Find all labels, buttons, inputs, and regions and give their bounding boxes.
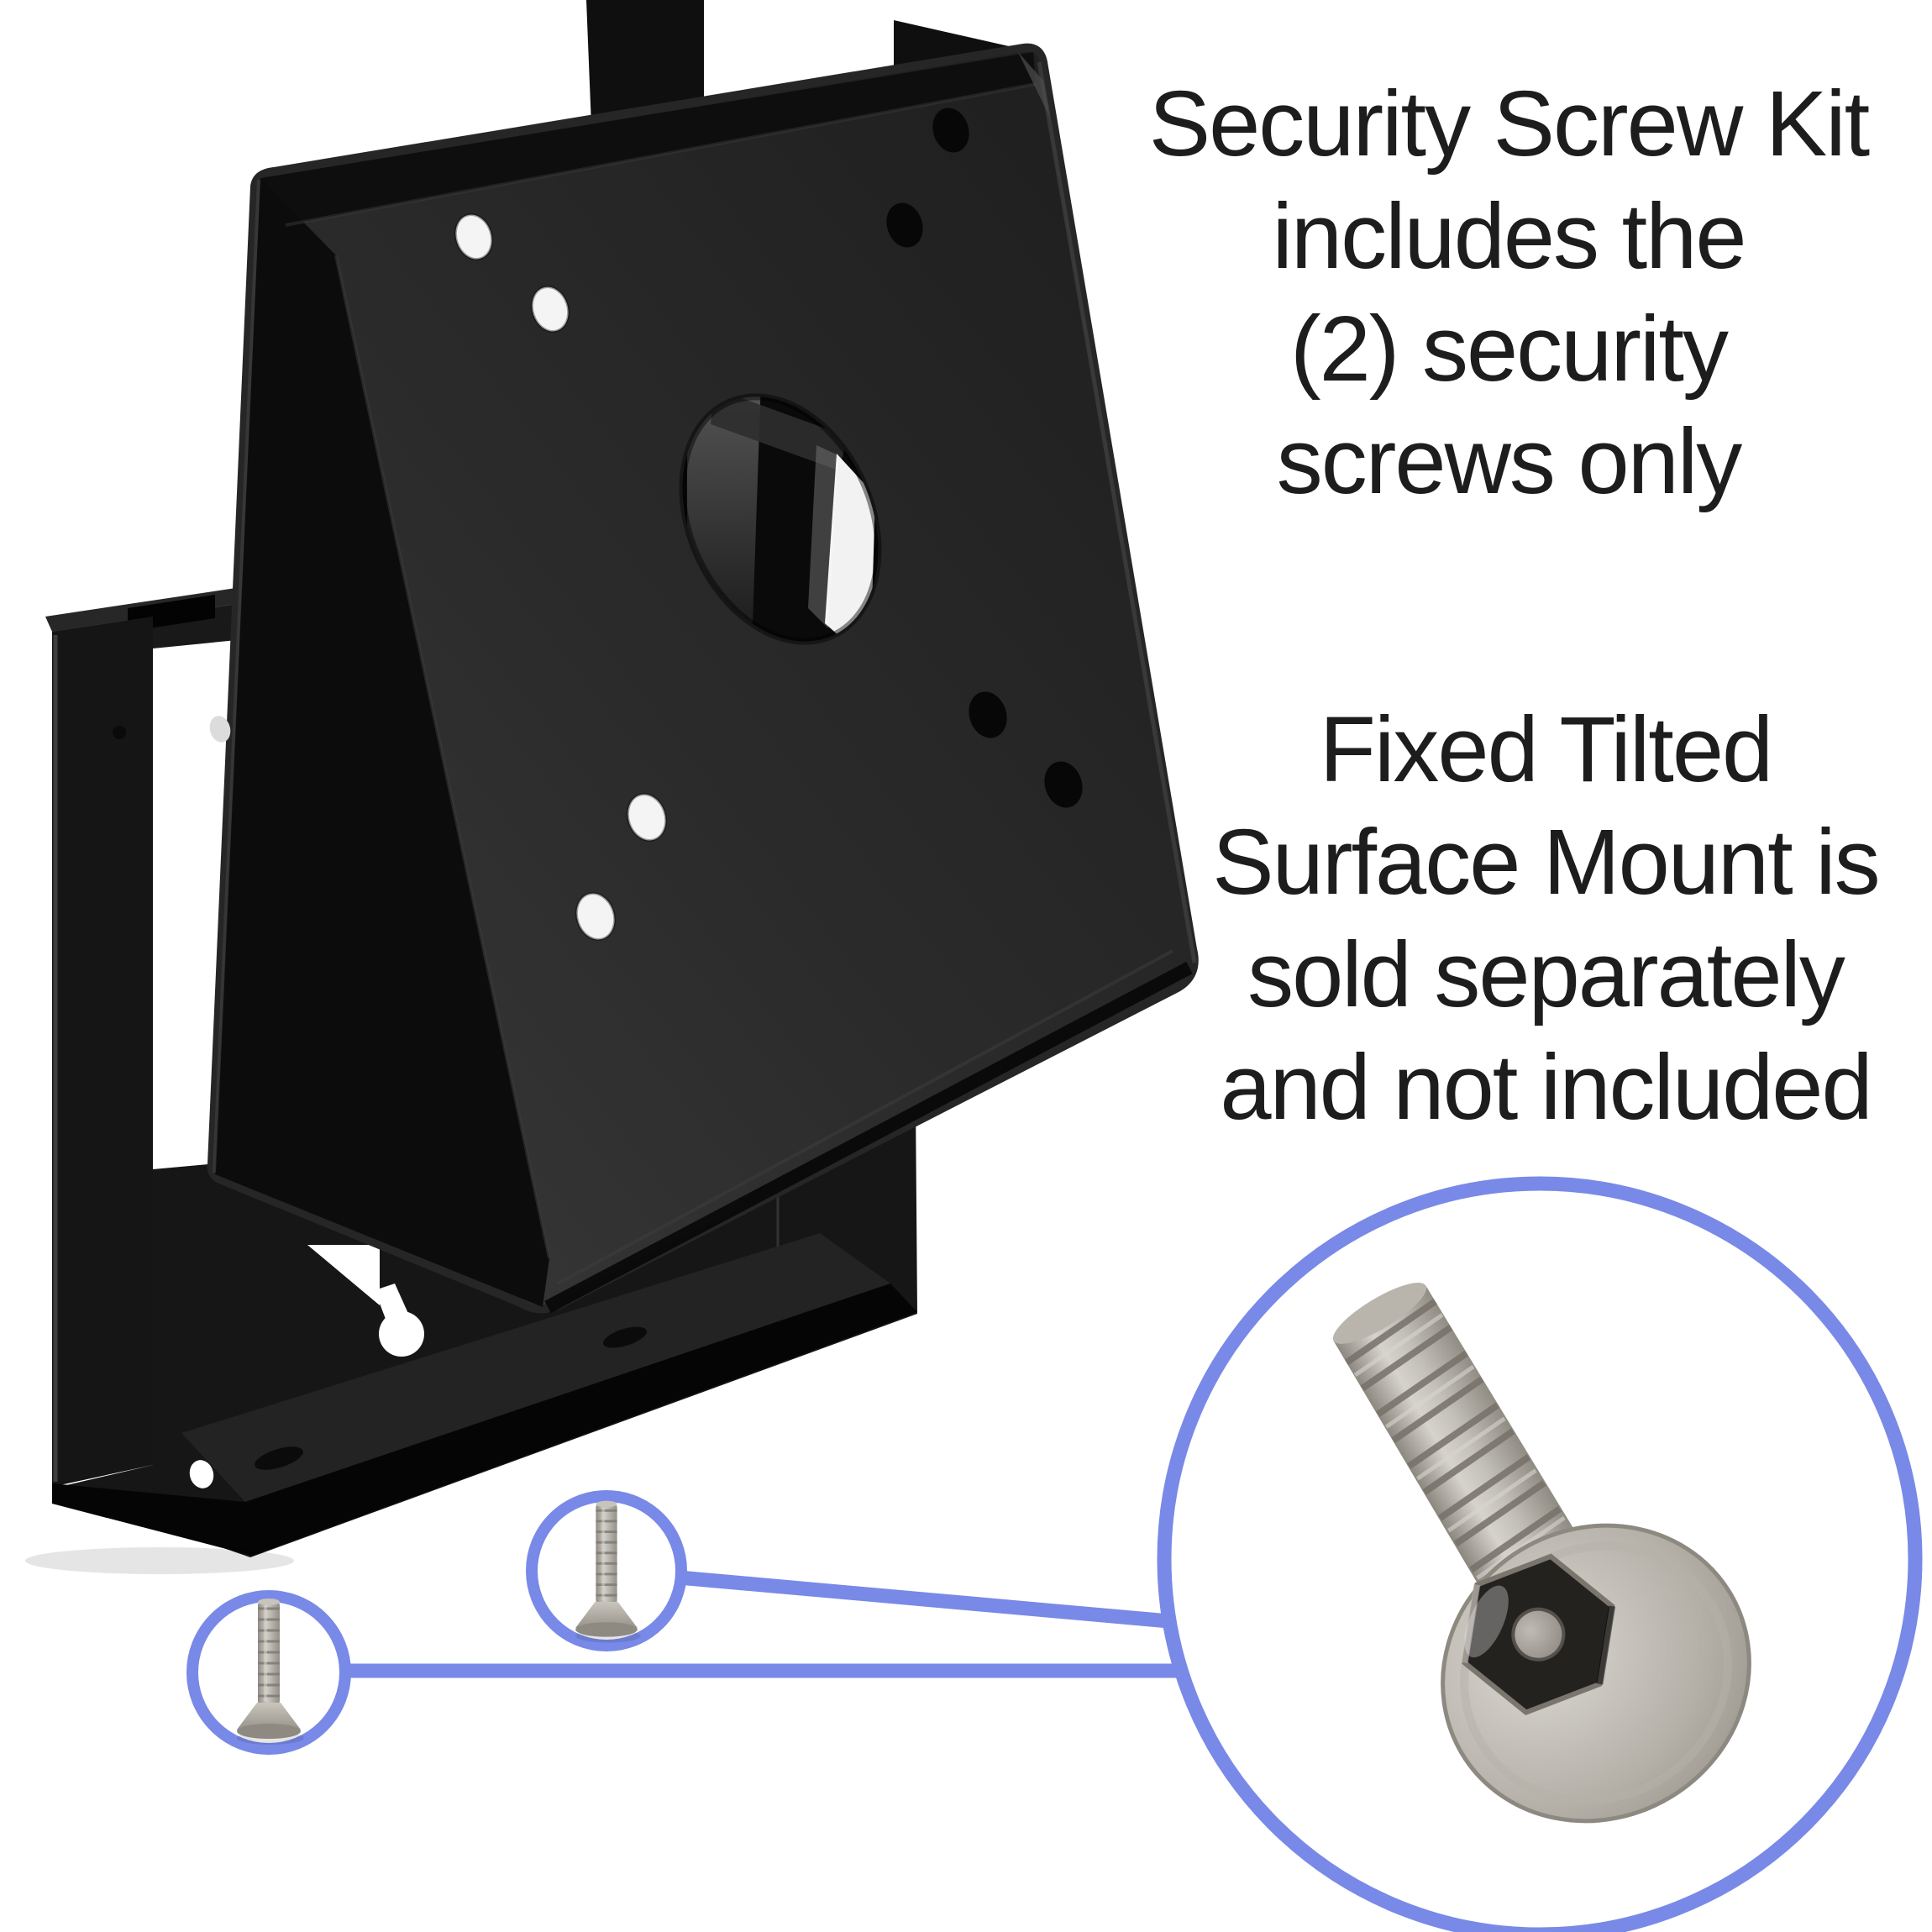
frame-floor-slot-left (255, 1446, 303, 1470)
flange-hole (209, 716, 231, 743)
screw-head-sheen (1464, 1585, 1509, 1658)
frame-front-lip (52, 1284, 917, 1556)
screw-security-pin (1511, 1607, 1566, 1662)
plate-holes-open (454, 213, 668, 941)
note-line: Fixed Tilted (1320, 698, 1772, 801)
plate-top-flange (260, 52, 1036, 225)
note-line: Surface Mount is (1212, 811, 1878, 914)
plate-corner-sheen (1018, 52, 1050, 118)
note-line: includes the (1272, 185, 1745, 288)
screw-threads (1344, 1299, 1562, 1573)
tilted-mount-plate (207, 43, 1199, 1314)
frame-pilot-hole (113, 726, 126, 739)
sold-separately-note: Fixed Tilted Surface Mount is sold separ… (1212, 698, 1880, 1139)
frame-left-bar (52, 617, 153, 1487)
frame-shadow (25, 1547, 294, 1574)
plate-right-edge-highlight (1037, 61, 1197, 963)
note-line: sold separately (1247, 923, 1845, 1026)
plate-fold-line-left (334, 255, 551, 1259)
plate-left-flange (215, 178, 549, 1307)
frame-top-tab-left (586, 0, 704, 126)
security-note: Security Screw Kit includes the (2) secu… (1149, 72, 1872, 513)
plate-fold-line-top (285, 82, 1037, 227)
plate-bottom-edge (544, 961, 1193, 1314)
note-line: Security Screw Kit (1149, 72, 1870, 176)
leader-line-middle (671, 1570, 1177, 1629)
security-screw-closeup (1332, 1283, 1751, 1824)
callout-leader-lines (338, 1570, 1189, 1678)
note-line: and not included (1220, 1036, 1871, 1139)
plate-holes-dark (886, 108, 1083, 808)
plate-left-edge-highlight (213, 179, 260, 1173)
frame-floor-slot-right (603, 1326, 647, 1348)
plate-bottom-highlight (557, 949, 1173, 1285)
note-line: (2) security (1290, 297, 1729, 401)
note-line: screws only (1277, 410, 1743, 513)
frame-floor (181, 1233, 890, 1502)
